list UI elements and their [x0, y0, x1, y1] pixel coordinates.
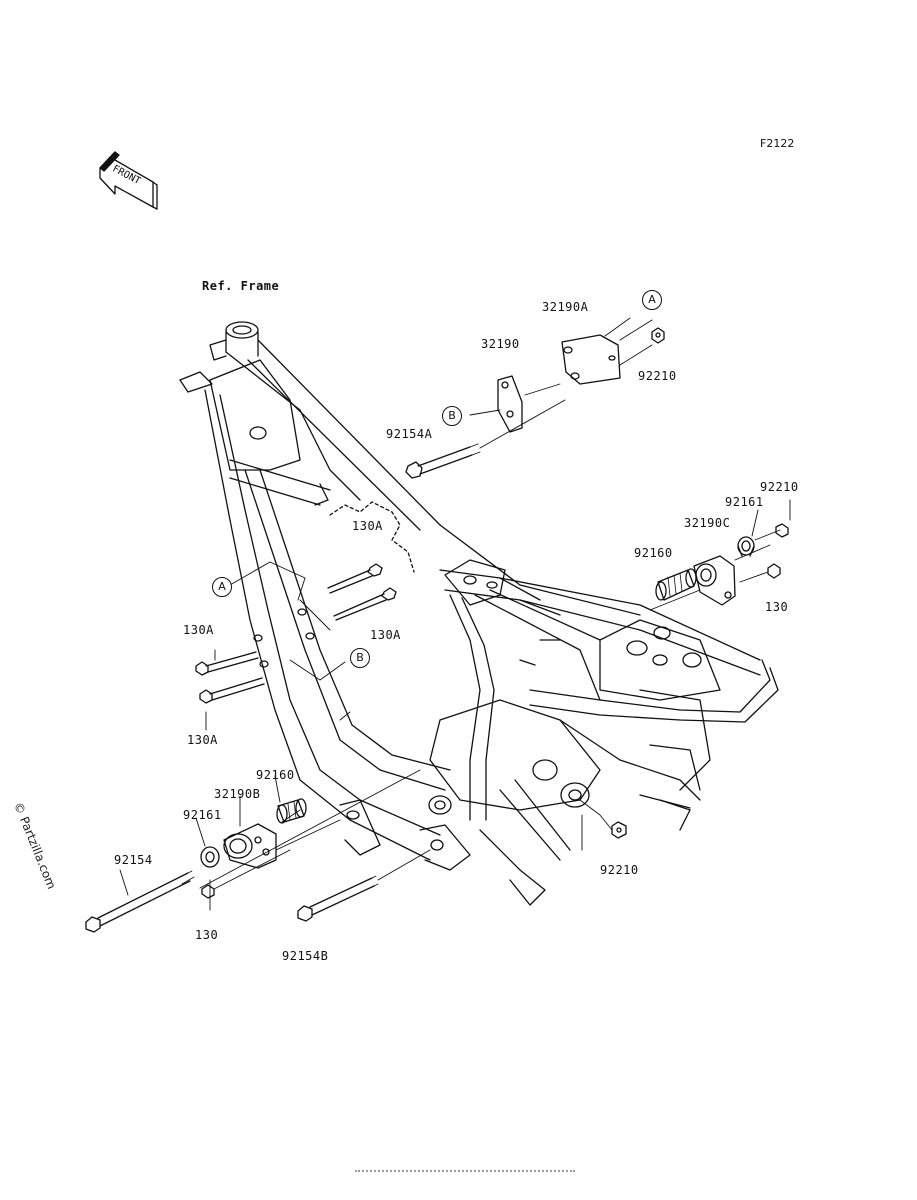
- footer-fineprint: [355, 1170, 575, 1174]
- part-label-92154B: 92154B: [282, 949, 329, 963]
- part-label-92154: 92154: [114, 853, 153, 867]
- rubber-damper-92160-right: [655, 568, 697, 601]
- nut-92210-lower: [611, 821, 627, 839]
- bolt-130-right: [739, 563, 781, 583]
- mount-32190C: [693, 555, 736, 606]
- leader-lines-lower: [119, 711, 613, 911]
- leader-lines-front: [214, 561, 346, 681]
- frame-outline: [179, 321, 779, 906]
- mount-32190B: [223, 823, 277, 869]
- bolt-92154A: [405, 443, 481, 479]
- part-label-92210-right: 92210: [760, 480, 799, 494]
- part-label-92161-left: 92161: [183, 808, 222, 822]
- part-label-32190C: 32190C: [684, 516, 731, 530]
- part-label-92160-left: 92160: [256, 768, 295, 782]
- figure-code: F2122: [760, 137, 795, 150]
- part-label-92210-top: 92210: [638, 369, 677, 383]
- part-label-130A-low: 130A: [187, 733, 218, 747]
- bolt-92154: [85, 870, 195, 933]
- part-label-32190B: 32190B: [214, 787, 261, 801]
- part-label-130A-top: 130A: [352, 519, 383, 533]
- rubber-damper-92160-left: [276, 798, 307, 824]
- bracket-32190A: [561, 334, 621, 385]
- washer-92161-left: [200, 846, 220, 868]
- callout-a-top: A: [642, 290, 662, 310]
- part-label-130-right: 130: [765, 600, 789, 614]
- nut-92210-top: [651, 327, 665, 344]
- part-label-130A-mid: 130A: [370, 628, 401, 642]
- part-label-92210-lower: 92210: [600, 863, 639, 877]
- part-label-92161-right: 92161: [725, 495, 764, 509]
- part-label-92160-right: 92160: [634, 546, 673, 560]
- leader-lines-right: [649, 499, 791, 611]
- bolt-92154B: [297, 875, 379, 922]
- part-label-32190: 32190: [481, 337, 520, 351]
- reference-label: Ref. Frame: [202, 279, 280, 293]
- part-label-130-left: 130: [195, 928, 219, 942]
- callout-b-front: B: [350, 648, 370, 668]
- bolts-130A-left: [195, 608, 315, 704]
- bracket-32190: [497, 375, 523, 433]
- nut-92210-right: [775, 523, 789, 538]
- part-label-130A-left: 130A: [183, 623, 214, 637]
- front-arrow-icon: FRONT: [99, 151, 158, 210]
- part-label-32190A: 32190A: [542, 300, 589, 314]
- bolts-130A-upper: [327, 563, 397, 621]
- bolt-130-left: [201, 849, 291, 899]
- leader-lines-upper: [469, 317, 653, 449]
- callout-b-top: B: [442, 406, 462, 426]
- callout-a-front: A: [212, 577, 232, 597]
- part-label-92154A: 92154A: [386, 427, 433, 441]
